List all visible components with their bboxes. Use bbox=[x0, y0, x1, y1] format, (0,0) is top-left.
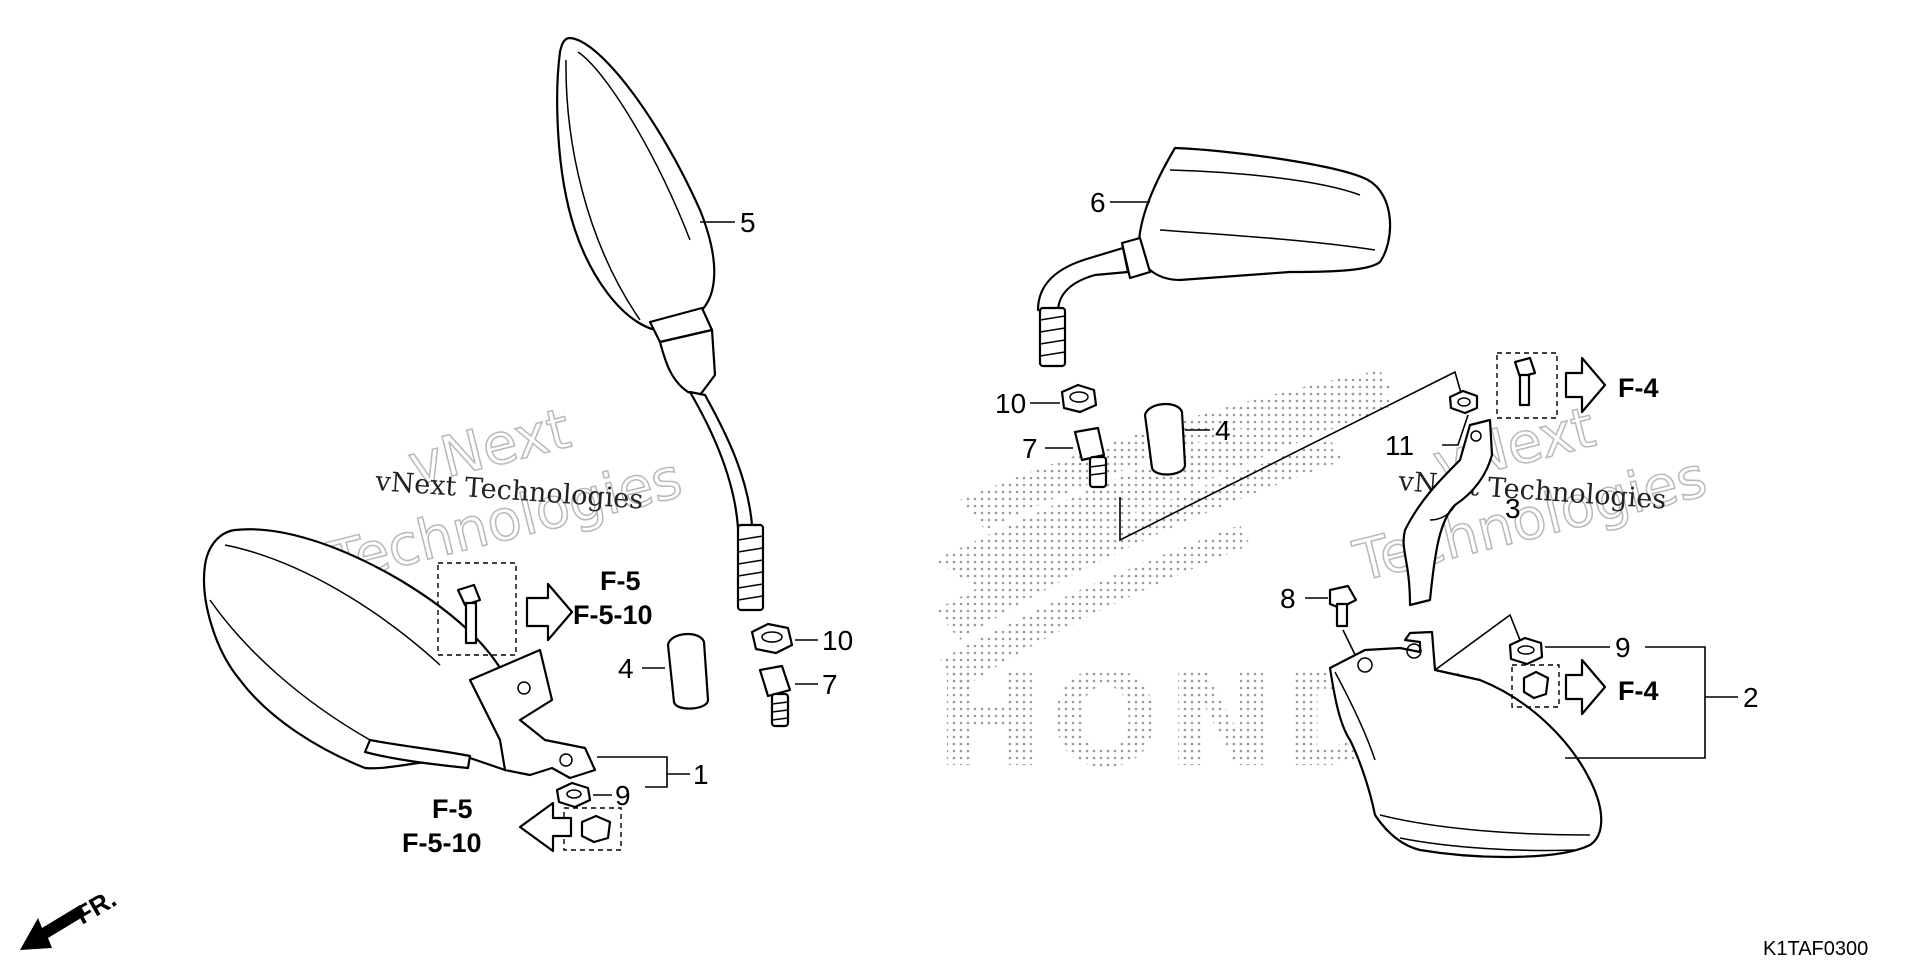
ref-box-right-lower bbox=[1511, 658, 1607, 716]
cap-right bbox=[1143, 403, 1187, 476]
ref-right-lower: F-4 bbox=[1618, 676, 1659, 706]
ref-box-left-lower bbox=[518, 801, 622, 853]
part-num-4-left: 4 bbox=[618, 653, 634, 684]
screw-8 bbox=[1328, 584, 1358, 628]
right-hand-guard bbox=[1328, 630, 1603, 859]
adapter-left bbox=[758, 664, 792, 728]
part-num-10-left: 10 bbox=[822, 625, 853, 656]
nut-left bbox=[750, 622, 794, 655]
left-mirror bbox=[556, 36, 765, 612]
washer-left bbox=[555, 781, 592, 809]
part-num-10-right: 10 bbox=[995, 388, 1026, 419]
adapter-right bbox=[1073, 426, 1108, 489]
stay-bracket bbox=[1402, 418, 1494, 607]
part-num-8: 8 bbox=[1280, 583, 1296, 614]
cap-left bbox=[666, 633, 710, 710]
ref-box-left-upper bbox=[437, 562, 574, 656]
ref-left-upper-1: F-5 bbox=[600, 566, 641, 596]
front-direction-arrow: FR. bbox=[20, 883, 121, 950]
part-num-11: 11 bbox=[1385, 430, 1414, 461]
left-hand-guard bbox=[203, 528, 597, 780]
nut-right bbox=[1060, 383, 1098, 414]
part-num-6: 6 bbox=[1090, 187, 1106, 218]
part-num-9-left: 9 bbox=[615, 780, 631, 811]
ref-box-right-upper bbox=[1496, 352, 1607, 419]
part-num-3: 3 bbox=[1505, 493, 1521, 524]
right-mirror bbox=[1036, 146, 1392, 368]
ref-left-upper-2: F-5-10 bbox=[573, 600, 653, 630]
washer-small-11 bbox=[1448, 389, 1479, 415]
diagram-code: K1TAF0300 bbox=[1763, 938, 1868, 960]
ref-left-lower-2: F-5-10 bbox=[402, 828, 482, 858]
ref-left-lower-1: F-5 bbox=[432, 794, 473, 824]
ref-right-upper: F-4 bbox=[1618, 373, 1659, 403]
part-num-1: 1 bbox=[693, 759, 709, 790]
part-num-4-right: 4 bbox=[1215, 415, 1231, 446]
direction-label: FR. bbox=[70, 883, 121, 930]
part-num-2: 2 bbox=[1743, 682, 1759, 713]
washer-right bbox=[1508, 636, 1544, 666]
part-num-5: 5 bbox=[740, 207, 756, 238]
part-num-9-right: 9 bbox=[1615, 632, 1631, 663]
part-num-7-right: 7 bbox=[1022, 433, 1038, 464]
part-num-7-left: 7 bbox=[822, 669, 838, 700]
